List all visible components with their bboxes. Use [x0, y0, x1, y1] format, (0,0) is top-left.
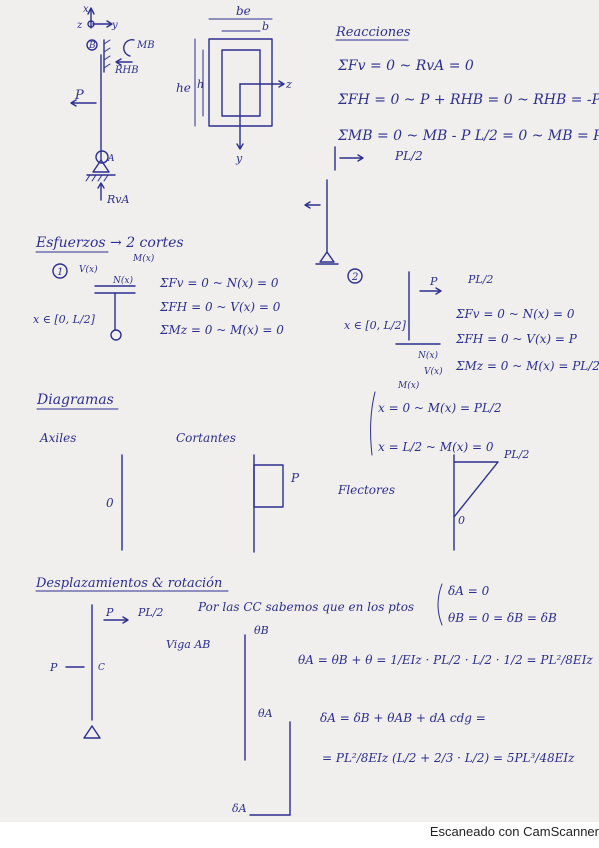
desplazamientos-block: Desplazamientos & rotación Por las CC sa… [35, 576, 593, 816]
delta-A-label: δA [232, 802, 247, 815]
cut1-Mx-label: M(x) [132, 253, 155, 264]
theta-A-label: θA [258, 707, 273, 720]
moment-PL2-displacement: PL/2 [137, 606, 163, 619]
flector-top-value: PL/2 [503, 448, 529, 461]
section-y-label: y [235, 152, 243, 165]
reacciones-eq1: ΣFv = 0 ~ RvA = 0 [337, 58, 474, 74]
reacciones-eq2: ΣFH = 0 ~ P + RHB = 0 ~ RHB = -P [337, 92, 599, 108]
cut2-number: 2 [351, 272, 358, 283]
axiles-label: Axiles [39, 431, 76, 445]
reacciones-eq3: ΣMB = 0 ~ MB - P L/2 = 0 ~ MB = P L/2 [337, 128, 599, 144]
flector-bottom-value: 0 [458, 514, 465, 527]
moment-MB-label: MB [136, 40, 155, 51]
diagramas-title: Diagramas [36, 392, 114, 408]
cut2-eq3: ΣMz = 0 ~ M(x) = PL/2 - Px [455, 359, 599, 373]
load-P-label: P [74, 88, 84, 103]
axis-z-label: z [76, 20, 83, 31]
condition-B: θB = 0 = δB = δB [448, 611, 557, 625]
cut1-eq2: ΣFH = 0 ~ V(x) = 0 [159, 300, 281, 314]
moment-xL2: x = L/2 ~ M(x) = 0 [378, 440, 494, 454]
cross-section-diagram: be b he h z y [176, 4, 292, 165]
node-A-label: A [107, 154, 115, 164]
theta-A-equation: θA = θB + θ = 1/EIz · PL/2 · L/2 · 1/2 =… [298, 653, 593, 667]
desplazamientos-title: Desplazamientos & rotación [35, 576, 222, 591]
esfuerzos-block: Esfuerzos → 2 cortes 1 V(x) M(x) N(x) x … [33, 235, 599, 391]
moment-x0: x = 0 ~ M(x) = PL/2 [378, 401, 502, 415]
load-P-displacement: P [105, 606, 114, 619]
delta-A-result: = PL²/8EIz (L/2 + 2/3 · L/2) = 5PL³/48EI… [322, 751, 575, 765]
axis-x-label: x [83, 4, 89, 15]
node-C-label: C [98, 663, 105, 673]
viga-AB-label: Viga AB [166, 638, 210, 651]
cortantes-label: Cortantes [176, 431, 236, 445]
cut2-eq1: ΣFv = 0 ~ N(x) = 0 [455, 307, 575, 321]
reacciones-moment-label: PL/2 [394, 149, 423, 163]
cut1-domain: x ∈ [0, L/2] [33, 313, 96, 326]
reaction-RHB-label: RHB [114, 65, 139, 76]
section-z-label: z [285, 78, 292, 91]
cut2-eq2: ΣFH = 0 ~ V(x) = P [455, 332, 578, 346]
section-h-label: h [197, 78, 204, 91]
handwritten-notes: x y z B MB RHB P A RvA be b he h z y Rea… [33, 4, 599, 816]
cut1-eq3: ΣMz = 0 ~ M(x) = 0 [159, 323, 284, 337]
cut2-PL2-label: PL/2 [467, 273, 493, 286]
theta-B-label: θB [254, 624, 269, 637]
cc-text: Por las CC sabemos que en los ptos [197, 600, 414, 614]
flectores-label: Flectores [337, 483, 395, 497]
cut1-Vx-label: V(x) [79, 264, 98, 275]
cortante-P-value: P [290, 471, 300, 485]
scanner-watermark: Escaneado con CamScanner [429, 824, 599, 839]
beam-diagram-top: x y z B MB RHB P A RvA [70, 4, 155, 206]
delta-A-equation: δA = δB + θAB + dA cdg = [320, 711, 486, 725]
condition-A: δA = 0 [448, 584, 490, 598]
section-he-label: he [176, 81, 191, 95]
cut2-P-label: P [429, 275, 438, 288]
load-P-left: P [49, 661, 58, 674]
reacciones-block: Reacciones ΣFv = 0 ~ RvA = 0 ΣFH = 0 ~ P… [304, 25, 599, 265]
section-b-label: b [262, 20, 269, 33]
cut2-Vx-label: V(x) [424, 366, 443, 377]
cut2-domain: x ∈ [0, L/2] [344, 319, 407, 332]
cut1-Nx-label: N(x) [112, 275, 133, 286]
axil-zero-value: 0 [106, 496, 114, 510]
esfuerzos-title: Esfuerzos → 2 cortes [35, 235, 184, 251]
cut2-Nx-label: N(x) [417, 350, 438, 361]
cut1-eq1: ΣFv = 0 ~ N(x) = 0 [159, 276, 279, 290]
scanned-page: x y z B MB RHB P A RvA be b he h z y Rea… [0, 0, 599, 822]
axis-y-label: y [111, 20, 118, 31]
node-B-label: B [88, 41, 96, 51]
reacciones-title: Reacciones [335, 25, 411, 40]
reaction-RvA-label: RvA [106, 193, 129, 206]
cut1-number: 1 [57, 267, 63, 278]
diagramas-block: Diagramas Axiles Cortantes Flectores 0 P… [36, 391, 529, 553]
section-be-label: be [236, 4, 251, 18]
cut2-Mx-label: M(x) [397, 380, 420, 391]
